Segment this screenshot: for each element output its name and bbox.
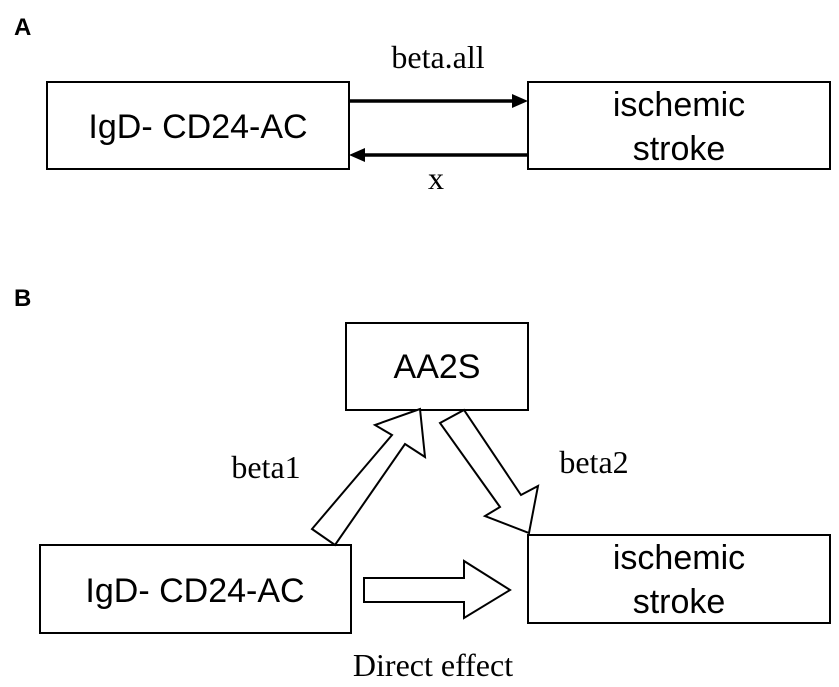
mediator-box [345,322,529,411]
outcome-box-a [527,81,831,170]
panel-b: B AA2S IgD- CD24-AC ischemic stroke beta… [14,285,831,683]
mediator-label: AA2S [394,348,481,386]
forward-arrowhead [512,94,528,108]
panel-a-label: A [14,14,31,41]
direct-effect-block-arrow [363,559,512,620]
exposure-box-b [39,544,352,634]
beta2-label: beta2 [559,444,628,480]
beta1-block-arrow [310,407,427,547]
exposure-box-a [46,81,350,170]
outcome-label-b-line2: stroke [633,583,726,621]
direct-effect-label: Direct effect [353,647,513,683]
outcome-label-b-line1: ischemic [613,539,745,577]
forward-arrow-label: beta.all [391,39,484,75]
outcome-box-b [527,534,831,624]
outcome-label-a-line2: stroke [633,130,726,168]
reverse-arrowhead [349,148,365,162]
outcome-label-a-line1: ischemic [613,86,745,124]
reverse-arrow-label: x [428,160,444,196]
beta2-block-arrow [438,408,540,535]
beta1-label: beta1 [231,449,300,485]
exposure-label-b: IgD- CD24-AC [85,572,304,610]
exposure-label-a: IgD- CD24-AC [88,108,307,146]
panel-a: A IgD- CD24-AC ischemic stroke beta.all … [14,14,831,196]
panel-b-label: B [14,285,31,312]
